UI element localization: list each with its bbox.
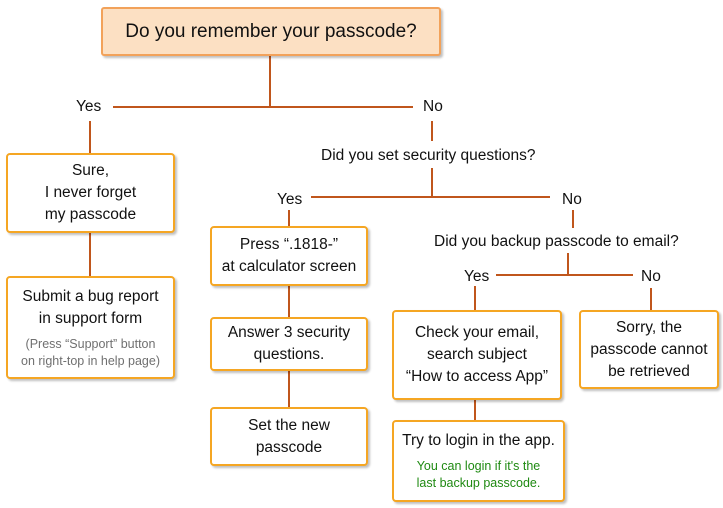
root-question-box: Do you remember your passcode? bbox=[101, 7, 441, 56]
box-security-answers: Answer 3 security questions. bbox=[210, 317, 368, 371]
box-bug-report-text: Submit a bug report in support form bbox=[22, 287, 159, 327]
box-try-login-text: Try to login in the app. bbox=[402, 432, 555, 449]
question-security-text: Did you set security questions? bbox=[321, 147, 536, 164]
box-set-new-passcode-text: Set the new passcode bbox=[248, 416, 330, 456]
box-never-forget: Sure, I never forget my passcode bbox=[6, 153, 175, 233]
box-check-email: Check your email, search subject “How to… bbox=[392, 310, 562, 400]
box-never-forget-text: Sure, I never forget my passcode bbox=[44, 162, 137, 223]
branch-label-remember-yes: Yes bbox=[76, 98, 102, 115]
box-cannot-retrieve: Sorry, the passcode cannot be retrieved bbox=[579, 310, 719, 389]
box-calculator-text: Press “.1818-” at calculator screen bbox=[221, 236, 357, 275]
question-email-backup-text: Did you backup passcode to email? bbox=[434, 233, 679, 250]
box-try-login-note: You can login if it's the last backup pa… bbox=[416, 459, 541, 490]
root-question-text: Do you remember your passcode? bbox=[125, 20, 417, 42]
box-set-new-passcode: Set the new passcode bbox=[210, 407, 368, 466]
box-calculator: Press “.1818-” at calculator screen bbox=[210, 226, 368, 286]
branch-label-security-no: No bbox=[562, 191, 582, 208]
branch-label-email-no: No bbox=[641, 268, 661, 285]
box-cannot-retrieve-text: Sorry, the passcode cannot be retrieved bbox=[590, 318, 708, 380]
branch-label-email-yes: Yes bbox=[464, 268, 490, 285]
box-security-answers-text: Answer 3 security questions. bbox=[227, 324, 351, 363]
branch-label-remember-no: No bbox=[423, 98, 443, 115]
box-bug-report-note: (Press “Support” button on right-top in … bbox=[21, 336, 160, 368]
box-try-login: Try to login in the app. You can login i… bbox=[392, 420, 565, 502]
box-bug-report: Submit a bug report in support form (Pre… bbox=[6, 276, 175, 379]
branch-label-security-yes: Yes bbox=[277, 191, 303, 208]
box-check-email-text: Check your email, search subject “How to… bbox=[405, 324, 549, 385]
